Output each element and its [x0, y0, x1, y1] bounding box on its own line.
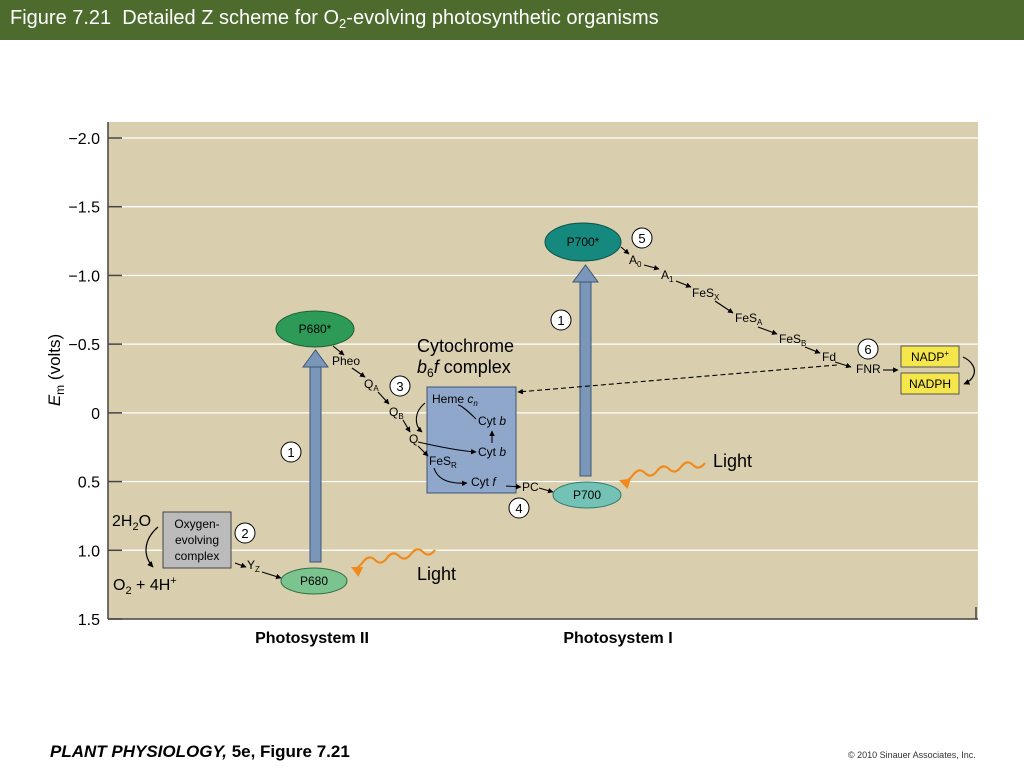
psii-excitation-arrow — [302, 349, 329, 563]
grid-lines — [108, 137, 978, 551]
title-subscript: 2 — [339, 16, 347, 31]
p700-star-node — [544, 222, 622, 262]
light-wave-psii — [351, 548, 436, 577]
photosystem-i-label: Photosystem I — [563, 630, 672, 647]
book-edition: 5e, Figure 7.21 — [226, 742, 350, 761]
cytochrome-b6f-box — [426, 386, 517, 494]
fnr-label: FNR — [856, 362, 881, 376]
water-label: 2H2O — [112, 513, 151, 533]
cyt-f-label: Cyt f — [471, 475, 497, 489]
book-title: PLANT PHYSIOLOGY, — [50, 742, 227, 761]
y-tick-label: −2.0 — [68, 131, 100, 148]
book-citation: PLANT PHYSIOLOGY, 5e, Figure 7.21 — [50, 742, 350, 762]
light-label-psi: Light — [713, 451, 752, 471]
fesr-label: FeSR — [429, 454, 457, 470]
photosystem-ii-label: Photosystem II — [255, 630, 369, 647]
nadp-label: NADP+ — [911, 349, 949, 364]
light-wave-psi — [618, 461, 706, 489]
cytochrome-title-line2: b6f complex — [417, 357, 511, 380]
title-bar: Figure 7.21 Detailed Z scheme for O2-evo… — [0, 0, 1024, 40]
y-tick-label: 1.5 — [78, 612, 100, 629]
pc-label: PC — [522, 480, 539, 494]
svg-text:3: 3 — [396, 379, 403, 394]
oxygen-products-label: O2 + 4H+ — [113, 575, 177, 597]
p680-label: P680 — [300, 574, 328, 588]
y-axis-ticks: −2.0 −1.5 −1.0 −0.5 0 0.5 1.0 1.5 — [68, 131, 122, 629]
svg-text:2: 2 — [241, 526, 248, 541]
svg-text:6: 6 — [864, 342, 871, 357]
fesa-label: FeSA — [735, 311, 763, 327]
svg-text:1: 1 — [287, 445, 294, 460]
qb-label: QB — [389, 405, 404, 421]
y-tick-label: 0.5 — [78, 475, 100, 492]
title-text-before: Detailed Z scheme for O — [122, 7, 340, 29]
p700-label: P700 — [573, 488, 601, 502]
y-tick-label: 1.0 — [78, 543, 100, 560]
a0-label: A0 — [629, 253, 642, 269]
water-splitting-arrow — [145, 526, 159, 568]
y-tick-label: −1.5 — [68, 200, 100, 217]
cyclic-flow-arrow — [517, 364, 838, 395]
title-text-after: -evolving photosynthetic organisms — [346, 7, 659, 29]
copyright-notice: © 2010 Sinauer Associates, Inc. — [848, 750, 976, 760]
oec-line3: complex — [175, 549, 220, 563]
electron-transfer-arrows — [234, 246, 899, 580]
p700-node — [552, 481, 622, 509]
cyt-b-lower-label: Cyt b — [478, 445, 506, 459]
psi-excitation-arrow — [572, 264, 599, 477]
a1-label: A1 — [661, 268, 674, 284]
p700-star-label: P700* — [567, 235, 600, 249]
step-marker-6: 6 — [857, 338, 879, 360]
oec-line1: Oxygen- — [174, 517, 219, 531]
y-axis-label: Em (volts) — [45, 334, 67, 406]
step-marker-1-psii: 1 — [280, 441, 302, 463]
svg-text:1: 1 — [557, 313, 564, 328]
p680-star-label: P680* — [299, 322, 332, 336]
p680-star-node — [275, 310, 355, 348]
svg-text:5: 5 — [638, 231, 645, 246]
cytochrome-title-line1: Cytochrome — [417, 336, 514, 356]
nadph-label: NADPH — [909, 377, 951, 391]
step-marker-2: 2 — [234, 522, 256, 544]
y-tick-label: −1.0 — [68, 268, 100, 285]
oxygen-evolving-complex-box — [162, 511, 232, 569]
slide-title: Figure 7.21 Detailed Z scheme for O2-evo… — [10, 7, 659, 31]
fesx-label: FeSX — [692, 286, 720, 302]
q-label: Q — [409, 432, 418, 446]
step-marker-4: 4 — [508, 497, 530, 519]
step-marker-1-psi: 1 — [550, 309, 572, 331]
light-label-psii: Light — [417, 564, 456, 584]
step-marker-3: 3 — [389, 375, 411, 397]
fd-label: Fd — [822, 350, 836, 364]
nadp-reduction-arrow — [962, 356, 975, 385]
nadph-box — [900, 372, 960, 395]
fesb-label: FeSB — [779, 332, 806, 348]
svg-text:4: 4 — [515, 501, 522, 516]
nadp-box — [900, 345, 960, 368]
qa-label: QA — [364, 377, 379, 393]
cyt-b-upper-label: Cyt b — [478, 414, 506, 428]
figure-number: Figure 7.21 — [10, 7, 112, 29]
plot-background — [108, 122, 978, 619]
y-tick-label: 0 — [91, 406, 100, 423]
oec-line2: evolving — [175, 533, 219, 547]
y-tick-label: −0.5 — [68, 337, 100, 354]
heme-cn-label: Heme cn — [432, 392, 478, 408]
step-marker-5: 5 — [631, 227, 653, 249]
p680-node — [280, 567, 348, 595]
yz-label: YZ — [247, 558, 260, 574]
pheo-label: Pheo — [332, 354, 360, 368]
